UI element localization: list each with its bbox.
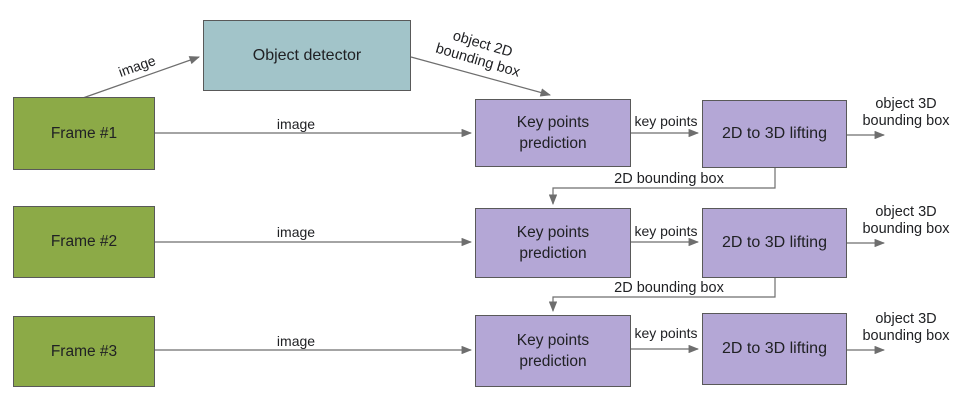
frame-1-box: Frame #1 (13, 97, 155, 170)
edge-label-image-2: image (276, 224, 316, 240)
edge-feedback-row2-to-row3 (548, 278, 776, 313)
edge-label-image-3: image (276, 333, 316, 349)
lifting-box-3: 2D to 3D lifting (702, 313, 847, 385)
edge-label-image-1: image (276, 116, 316, 132)
edge-feedback-row1-to-row2 (548, 168, 776, 206)
output-label-object-3d-bounding-box-2: object 3D bounding box (862, 204, 950, 237)
keypoints-prediction-label-3: Key points prediction (516, 332, 590, 370)
keypoints-prediction-box-2: Key points prediction (475, 208, 631, 278)
edge-label-key-points-1: key points (634, 113, 698, 129)
edge-label-2d-bounding-box-1: 2D bounding box (614, 171, 724, 187)
keypoints-prediction-label-2: Key points prediction (516, 224, 590, 262)
edge-label-key-points-2: key points (634, 223, 698, 239)
keypoints-prediction-box-3: Key points prediction (475, 315, 631, 387)
edge-label-key-points-3: key points (634, 325, 698, 341)
lifting-box-2: 2D to 3D lifting (702, 208, 847, 278)
frame-3-box: Frame #3 (13, 316, 155, 387)
lifting-box-1: 2D to 3D lifting (702, 100, 847, 168)
object-detector-box: Object detector (203, 20, 411, 91)
output-label-object-3d-bounding-box-3: object 3D bounding box (862, 311, 950, 344)
frame-2-box: Frame #2 (13, 206, 155, 278)
edge-label-2d-bounding-box-2: 2D bounding box (614, 280, 724, 296)
edge-frame1-to-detector (79, 56, 200, 100)
keypoints-prediction-box-1: Key points prediction (475, 99, 631, 167)
edge-detector-to-keypoints1 (410, 56, 552, 97)
output-label-object-3d-bounding-box-1: object 3D bounding box (862, 96, 950, 129)
keypoints-prediction-label-1: Key points prediction (516, 114, 590, 152)
